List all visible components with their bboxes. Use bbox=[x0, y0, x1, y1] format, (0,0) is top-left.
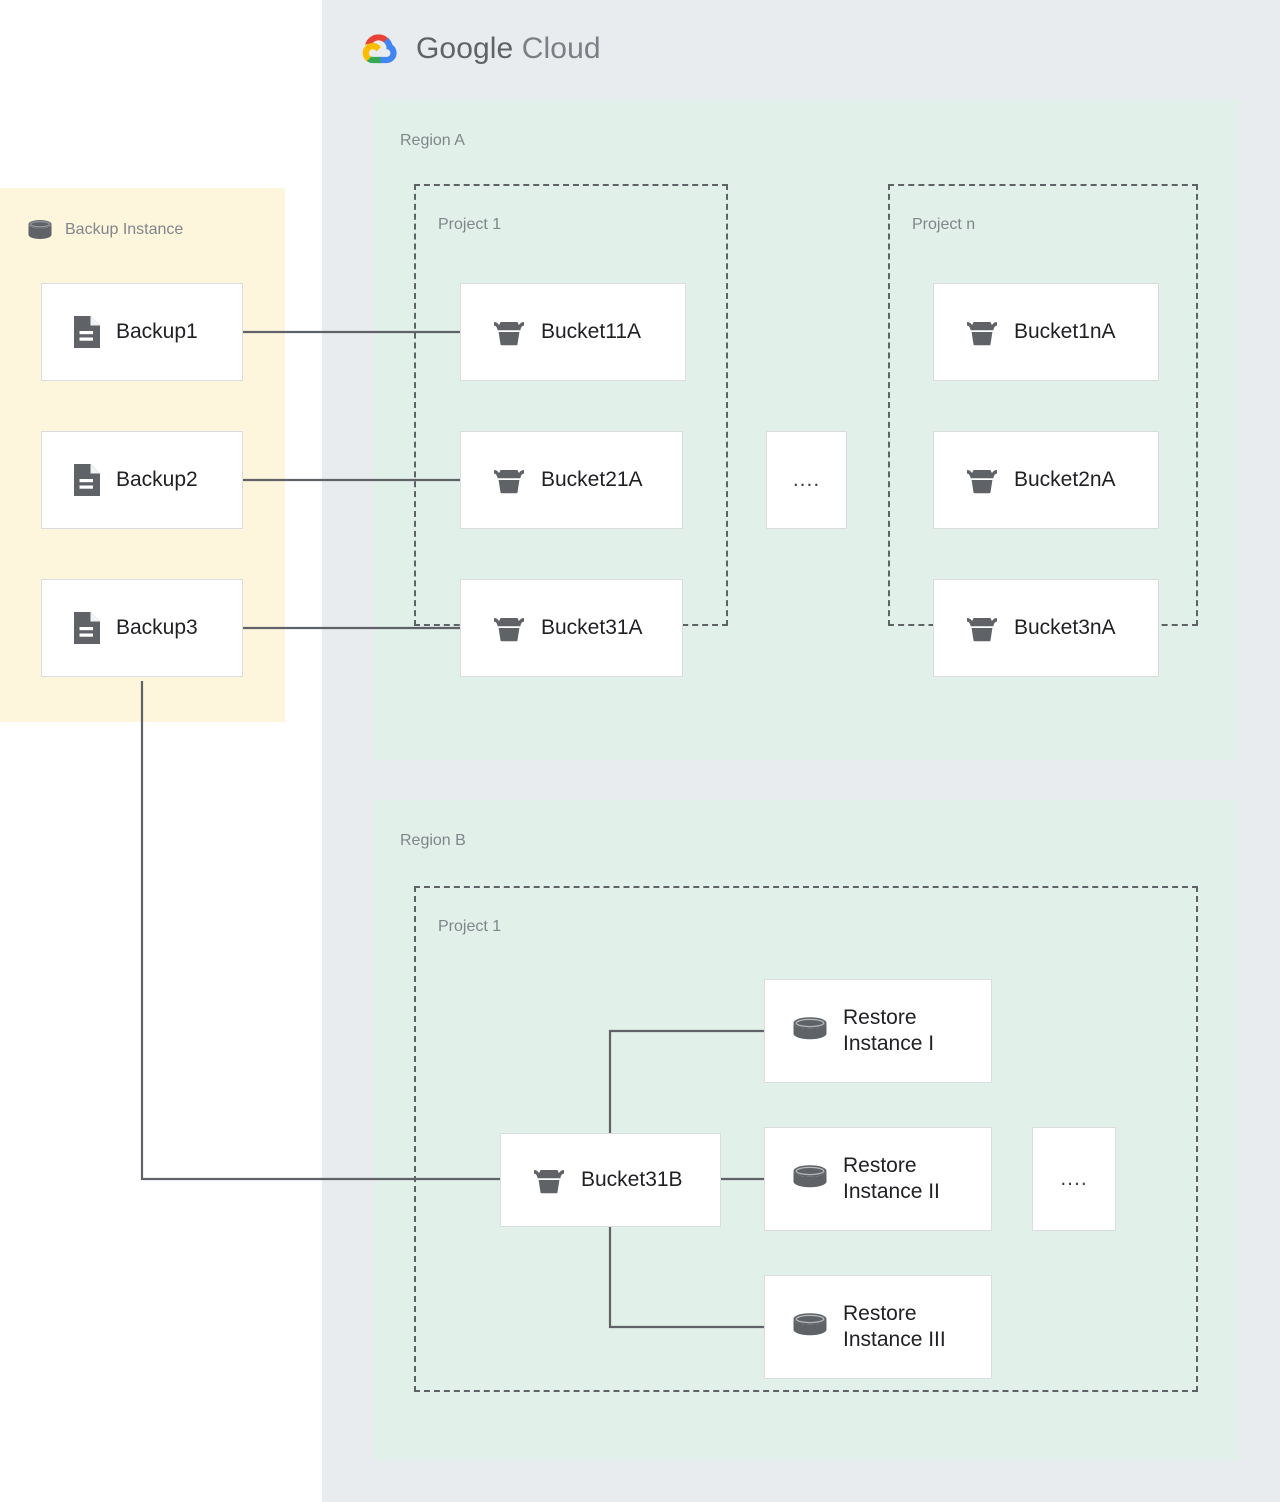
database-cylinder-icon bbox=[791, 1015, 829, 1047]
storage-bucket-icon bbox=[531, 1163, 567, 1197]
node-bucket31b[interactable]: Bucket31B bbox=[500, 1133, 721, 1227]
node-backup2-label: Backup2 bbox=[116, 468, 198, 492]
storage-bucket-icon bbox=[964, 315, 1000, 349]
node-backup3-label: Backup3 bbox=[116, 616, 198, 640]
node-bucket21a-label: Bucket21A bbox=[541, 468, 643, 492]
storage-bucket-icon bbox=[964, 611, 1000, 645]
region-a-label: Region A bbox=[400, 132, 465, 149]
node-bucket21a[interactable]: Bucket21A bbox=[460, 431, 683, 529]
node-bucket31a-label: Bucket31A bbox=[541, 616, 643, 640]
node-restore-instance-iii[interactable]: Restore Instance III bbox=[764, 1275, 992, 1379]
backup-instance-header: Backup Instance bbox=[27, 219, 183, 241]
node-restore-instance-ii[interactable]: Restore Instance II bbox=[764, 1127, 992, 1231]
node-backup1[interactable]: Backup1 bbox=[41, 283, 243, 381]
region-b-project-1-label: Project 1 bbox=[438, 918, 502, 935]
node-backup1-label: Backup1 bbox=[116, 320, 198, 344]
storage-bucket-icon bbox=[491, 315, 527, 349]
node-bucket2na[interactable]: Bucket2nA bbox=[933, 431, 1159, 529]
storage-bucket-icon bbox=[491, 611, 527, 645]
node-bucket2na-label: Bucket2nA bbox=[1014, 468, 1116, 492]
region-a-project-1-container: Project 1 bbox=[414, 184, 728, 626]
node-bucket11a[interactable]: Bucket11A bbox=[460, 283, 686, 381]
region-a-project-1-label: Project 1 bbox=[438, 216, 502, 233]
backup-instance-title: Backup Instance bbox=[65, 221, 184, 238]
node-restore-instance-iii-label: Restore Instance III bbox=[843, 1302, 946, 1351]
node-backup2[interactable]: Backup2 bbox=[41, 431, 243, 529]
region-a-ellipsis-box: .... bbox=[766, 431, 847, 529]
region-a-ellipsis-label: .... bbox=[792, 468, 821, 491]
node-restore-instance-i-label: Restore Instance I bbox=[843, 1006, 935, 1055]
google-cloud-logo-icon bbox=[356, 29, 404, 69]
database-cylinder-icon bbox=[27, 219, 53, 241]
node-backup3[interactable]: Backup3 bbox=[41, 579, 243, 677]
node-bucket1na-label: Bucket1nA bbox=[1014, 320, 1116, 344]
google-cloud-wordmark: Google Cloud bbox=[416, 32, 601, 66]
node-bucket31a[interactable]: Bucket31A bbox=[460, 579, 683, 677]
document-icon bbox=[72, 610, 102, 646]
region-b-ellipsis-box: .... bbox=[1032, 1127, 1116, 1231]
brand-cloud: Cloud bbox=[521, 32, 601, 65]
node-restore-instance-i[interactable]: Restore Instance I bbox=[764, 979, 992, 1083]
region-b-label: Region B bbox=[400, 832, 466, 849]
node-bucket11a-label: Bucket11A bbox=[541, 320, 642, 344]
database-cylinder-icon bbox=[791, 1163, 829, 1195]
document-icon bbox=[72, 314, 102, 350]
region-a-project-n-container: Project n bbox=[888, 184, 1198, 626]
database-cylinder-icon bbox=[791, 1311, 829, 1343]
node-bucket3na[interactable]: Bucket3nA bbox=[933, 579, 1159, 677]
google-cloud-brand: Google Cloud bbox=[356, 29, 601, 69]
region-a-project-n-label: Project n bbox=[912, 216, 976, 233]
node-bucket1na[interactable]: Bucket1nA bbox=[933, 283, 1159, 381]
storage-bucket-icon bbox=[491, 463, 527, 497]
node-bucket3na-label: Bucket3nA bbox=[1014, 616, 1116, 640]
storage-bucket-icon bbox=[964, 463, 1000, 497]
region-b-ellipsis-label: .... bbox=[1060, 1167, 1088, 1190]
node-bucket31b-label: Bucket31B bbox=[581, 1168, 683, 1192]
node-restore-instance-ii-label: Restore Instance II bbox=[843, 1154, 940, 1203]
brand-google: Google bbox=[416, 32, 514, 65]
document-icon bbox=[72, 462, 102, 498]
